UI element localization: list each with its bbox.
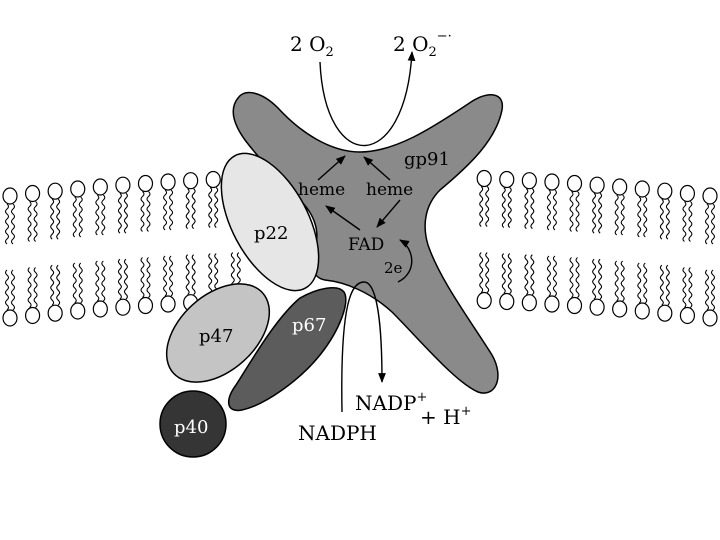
lipid-lower-21 — [477, 253, 491, 309]
lipid-upper-7 — [161, 174, 175, 230]
lipid-upper-3 — [71, 181, 85, 237]
lipid-upper-24 — [545, 174, 559, 230]
lipid-upper-30 — [680, 186, 694, 242]
p22-label: p22 — [254, 223, 288, 244]
lipid-upper-21 — [477, 171, 491, 227]
lipid-upper-31 — [703, 188, 717, 244]
heme-right-label: heme — [366, 180, 413, 200]
lipid-upper-26 — [590, 177, 604, 233]
lipid-upper-4 — [93, 179, 107, 235]
lipid-upper-1 — [26, 186, 40, 242]
lipid-lower-24 — [545, 256, 559, 312]
o2-label: 2 O2 — [290, 32, 334, 60]
fad-label: FAD — [348, 235, 384, 255]
lipid-lower-29 — [658, 265, 672, 321]
lipid-lower-5 — [116, 259, 130, 315]
heme-left-label: heme — [298, 180, 345, 200]
lipid-lower-27 — [613, 261, 627, 317]
lipid-upper-29 — [658, 183, 672, 239]
lipid-upper-28 — [635, 181, 649, 237]
lipid-upper-6 — [138, 176, 152, 232]
lipid-lower-0 — [3, 270, 17, 326]
lipid-lower-1 — [26, 268, 40, 324]
lipid-upper-5 — [116, 177, 130, 233]
lipid-lower-23 — [522, 255, 536, 311]
lipid-lower-31 — [703, 270, 717, 326]
lipid-lower-4 — [93, 261, 107, 317]
lipid-lower-30 — [680, 268, 694, 324]
proton-label: + H+ — [420, 404, 471, 429]
lipid-lower-7 — [161, 256, 175, 312]
lipid-upper-0 — [3, 188, 17, 244]
lipid-lower-22 — [500, 254, 514, 310]
lipid-lower-6 — [138, 258, 152, 314]
p47-label: p47 — [199, 326, 233, 347]
superoxide-label: 2 O2−· — [393, 29, 452, 60]
p40-label: p40 — [174, 417, 208, 438]
lipid-lower-2 — [48, 265, 62, 321]
lipid-lower-28 — [635, 263, 649, 319]
lipid-upper-8 — [184, 173, 198, 229]
lipid-upper-2 — [48, 183, 62, 239]
lipid-lower-26 — [590, 259, 604, 315]
gp91-label: gp91 — [404, 149, 450, 170]
lipid-lower-3 — [71, 263, 85, 319]
lipid-upper-22 — [500, 172, 514, 228]
lipid-lower-25 — [568, 258, 582, 314]
lipid-upper-23 — [522, 173, 536, 229]
electrons-label: 2e — [384, 259, 403, 277]
nadph-label: NADPH — [298, 421, 377, 445]
lipid-upper-9 — [206, 172, 220, 228]
nadp-label: NADP+ — [355, 390, 427, 415]
lipid-upper-27 — [613, 179, 627, 235]
lipid-upper-25 — [568, 176, 582, 232]
o2-reduction-arrow — [320, 52, 412, 146]
p67-label: p67 — [292, 315, 326, 336]
